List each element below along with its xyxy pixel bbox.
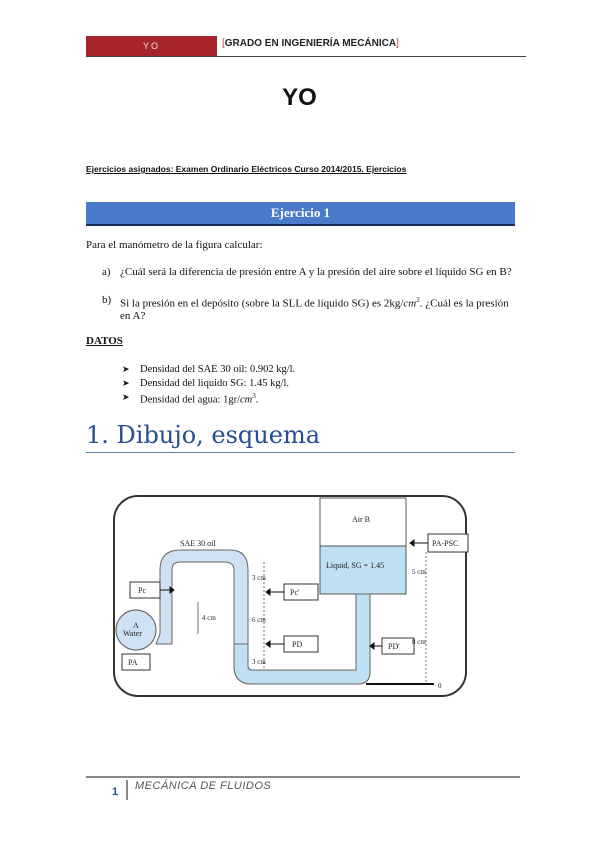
header-badge-text: YO <box>142 41 160 51</box>
label-4cm: 4 cm <box>202 614 216 622</box>
label-box-pa <box>121 653 151 671</box>
footer-rule <box>86 776 520 778</box>
label-5cm: 5 cm <box>412 568 426 576</box>
header-rule <box>86 56 526 57</box>
label-pa-psc: PA-PSC <box>432 539 458 548</box>
question-text-body: Si la presión en el depósito (sobre la S… <box>120 297 404 310</box>
tank-air <box>319 497 407 547</box>
assigned-exercises: Ejercicios asignados: Examen Ordinario E… <box>86 164 407 174</box>
section-heading: 1. Dibujo, esquema <box>86 421 321 449</box>
question-unit-exponent: 2 <box>416 296 420 304</box>
bullet-arrow-icon: ➤ <box>122 364 130 374</box>
bullet-arrow-icon: ➤ <box>122 392 130 402</box>
header-bracket-close: ] <box>396 38 399 49</box>
arrow-group <box>160 539 428 650</box>
question-text: Si la presión en el depósito (sobre la S… <box>120 294 520 322</box>
header-title: [GRADO EN INGENIERÍA MECÁNICA] <box>222 38 399 49</box>
header-bracket-open: [ <box>222 38 225 49</box>
label-pc-prime: Pc' <box>290 588 300 597</box>
label-6cm: 6 cm <box>252 616 266 624</box>
datos-unit: cm <box>240 394 253 406</box>
question-unit: cm <box>403 297 417 310</box>
label-3cm-bot: 3 cm <box>252 658 266 666</box>
exercise-heading: Ejercicio 1 <box>86 202 515 226</box>
section-rule <box>86 452 515 453</box>
header-badge: YO <box>86 36 217 56</box>
vessel-a <box>115 609 157 651</box>
tank-liquid <box>319 545 407 595</box>
page-number: 1 <box>112 786 119 798</box>
bullet-arrow-icon: ➤ <box>122 378 130 388</box>
datos-item-text: Densidad del liquido SG: 1.45 kg/l. <box>140 378 290 389</box>
label-air: Air B <box>352 515 370 524</box>
question-text-tail: . ¿Cuál es la presión en A? <box>120 297 509 322</box>
manometer-diagram: Air B Liquid, SG = 1.45 SAE 30 oil A Wat… <box>113 495 469 697</box>
question-text: ¿Cuál será la diferencia de presión entr… <box>120 266 520 278</box>
question-a: a) ¿Cuál será la diferencia de presión e… <box>102 266 522 292</box>
label-liquid: Liquid, SG = 1.45 <box>326 561 384 570</box>
liquid-column <box>233 593 371 685</box>
label-zero: 0 <box>438 682 442 690</box>
label-sae: SAE 30 oil <box>180 539 216 548</box>
label-3cm-top: 3 cm <box>252 574 266 582</box>
datos-item-body: Densidad del agua: 1gr/ <box>140 394 241 406</box>
label-pd: PD <box>292 640 302 649</box>
datos-item-text: Densidad del SAE 30 oil: 0.902 kg/l. <box>140 364 296 375</box>
question-text-body: ¿Cuál será la diferencia de presión entr… <box>120 266 512 278</box>
footer-text: MECÁNICA DE FLUIDOS <box>135 780 272 792</box>
document-title: YO <box>282 84 317 111</box>
exercise-heading-text: Ejercicio 1 <box>270 205 331 220</box>
question-b: b) Si la presión en el depósito (sobre l… <box>102 294 522 322</box>
datos-item-text: Densidad del agua: 1gr/cm3. <box>140 392 258 406</box>
label-pa: PA <box>128 658 138 667</box>
datos-unit-exponent: 3 <box>252 392 256 400</box>
question-label: b) <box>102 294 112 306</box>
label-pc: Pc <box>138 586 146 595</box>
label-vessel-a: A <box>133 621 139 630</box>
footer-divider <box>126 780 128 800</box>
exercise-intro: Para el manómetro de la figura calcular: <box>86 239 263 251</box>
label-8cm: 8 cm <box>412 638 426 646</box>
datos-heading: DATOS <box>86 335 123 347</box>
question-label: a) <box>102 266 111 278</box>
label-water: Water <box>123 629 142 638</box>
datos-item-tail: . <box>255 394 259 406</box>
header-title-text: GRADO EN INGENIERÍA MECÁNICA <box>224 38 397 49</box>
label-pd-prime: PD' <box>388 642 400 651</box>
